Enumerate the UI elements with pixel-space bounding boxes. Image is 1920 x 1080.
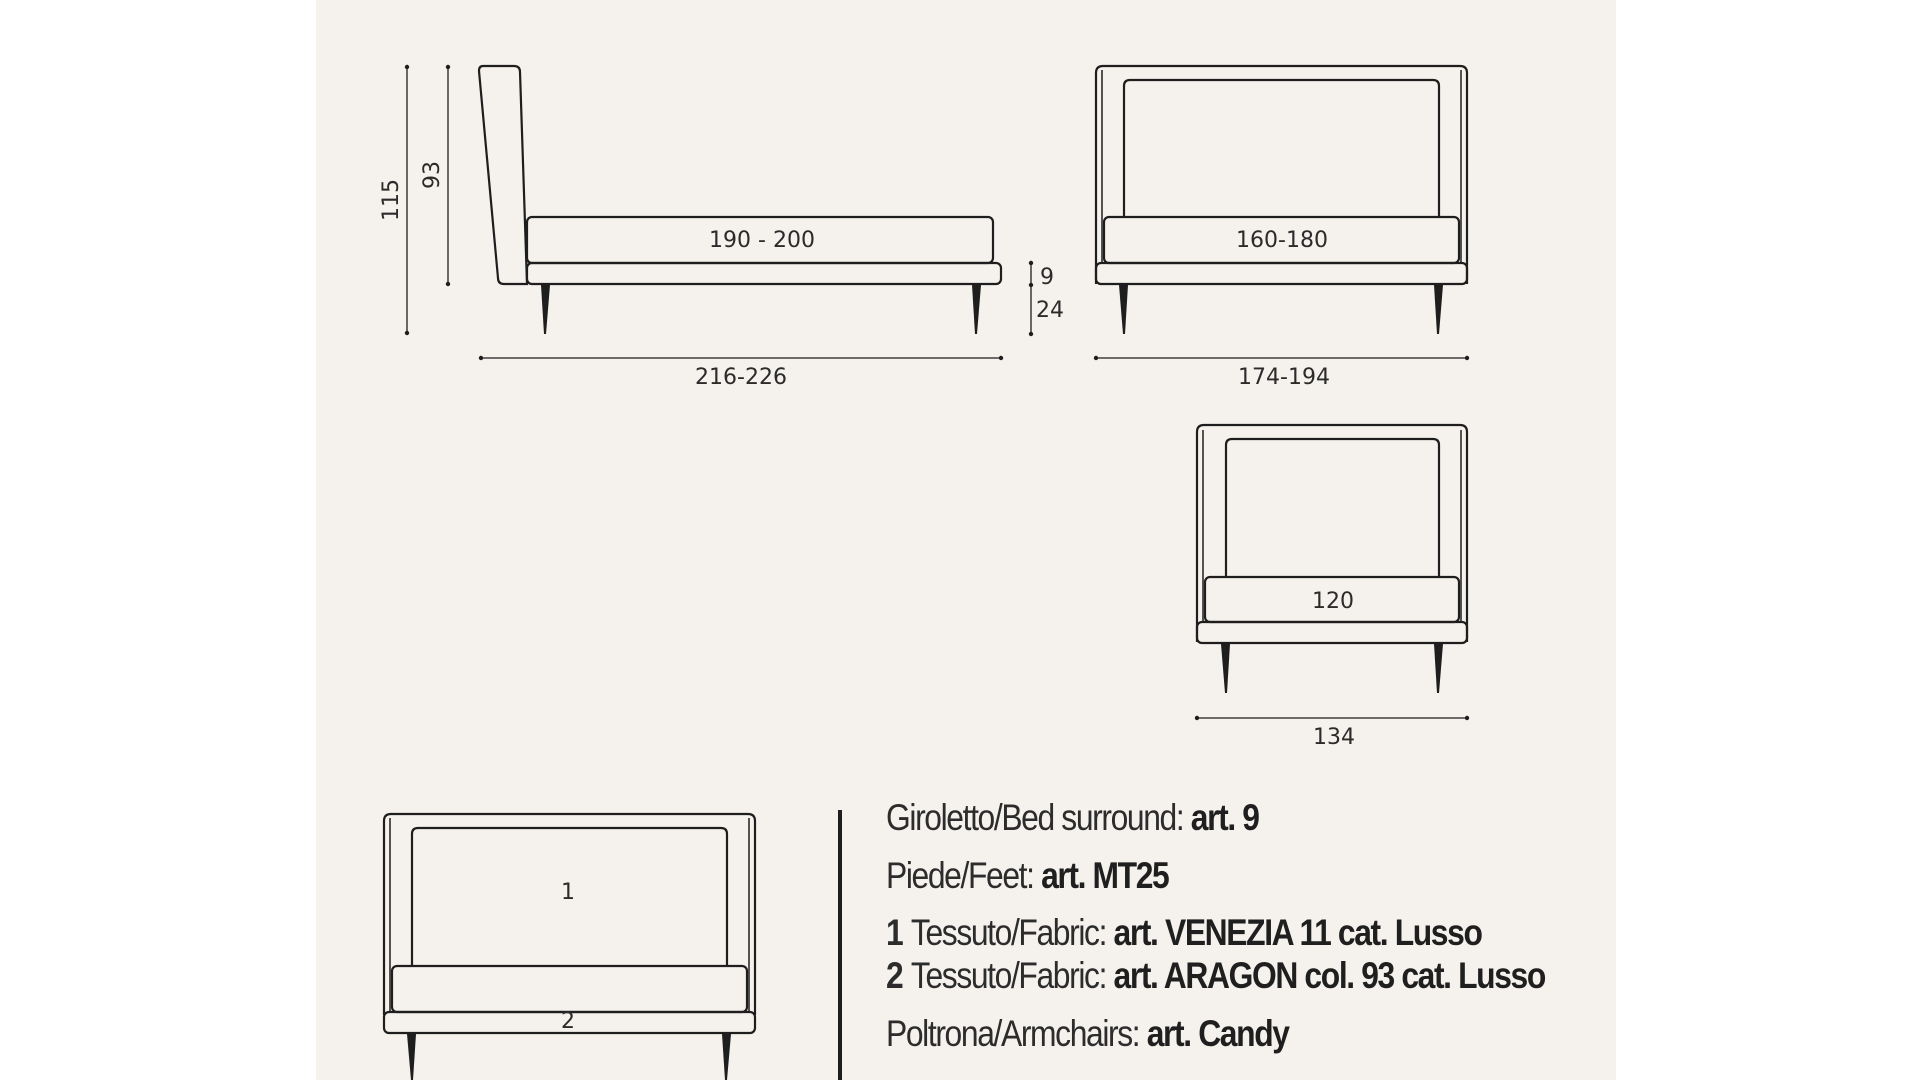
front-frame <box>1094 261 1469 286</box>
spec-armchairs: Poltrona/Armchairs: art. Candy <box>886 1013 1290 1055</box>
front-view-single: 120 134 <box>1194 423 1470 750</box>
front-headboard-panel <box>1122 78 1441 217</box>
fabric-headboard-outer <box>382 812 757 1015</box>
spec-bed-surround: Giroletto/Bed surround: art. 9 <box>886 797 1260 839</box>
spec-feet-label: Piede/Feet: <box>886 855 1042 896</box>
front-leg-right <box>1434 285 1443 334</box>
dim-mattress-length: 190 - 200 <box>709 228 815 253</box>
single-frame <box>1195 620 1469 645</box>
dim-double-mattress-width: 160-180 <box>1236 228 1328 253</box>
fabric-diagram: 1 2 <box>382 812 757 1080</box>
spec-armchairs-label: Poltrona/Armchairs: <box>886 1013 1147 1054</box>
dim-total-height: 115 <box>379 179 404 221</box>
dim-headboard-height: 93 <box>420 161 445 189</box>
spec-fabric-2-number: 2 <box>886 955 904 996</box>
fabric-mattress <box>390 964 749 1014</box>
side-view: 115 93 9 24 190 - 200 216-226 <box>379 64 1064 390</box>
single-headboard-outer <box>1195 423 1469 642</box>
fabric-frame <box>382 1010 757 1035</box>
single-headboard-panel <box>1224 437 1441 577</box>
spec-fabric-1-number: 1 <box>886 912 904 953</box>
fabric-headboard-panel <box>410 826 729 966</box>
side-headboard <box>477 64 529 286</box>
spec-bed-surround-value: art. 9 <box>1190 797 1260 838</box>
side-leg-back <box>972 285 981 334</box>
fabric-2-marker: 2 <box>561 1009 575 1034</box>
side-leg-front <box>541 285 550 334</box>
front-headboard-outer <box>1094 64 1469 284</box>
single-leg-left <box>1221 644 1230 693</box>
spec-fabric-2-label: Tessuto/Fabric: <box>910 955 1114 996</box>
fabric-1-marker: 1 <box>561 880 575 905</box>
front-leg-left <box>1119 285 1128 334</box>
fabric-leg-left <box>407 1034 416 1080</box>
front-view-double: 160-180 174-194 <box>1093 64 1470 390</box>
spec-fabric-1-label: Tessuto/Fabric: <box>910 912 1114 953</box>
fabric-leg-right <box>722 1034 731 1080</box>
spec-fabric-1-value: art. VENEZIA 11 cat. Lusso <box>1113 912 1483 953</box>
technical-sheet <box>316 0 1616 1080</box>
dim-leg-height: 24 <box>1036 298 1064 323</box>
dim-double-total-width: 174-194 <box>1238 365 1330 390</box>
spec-feet: Piede/Feet: art. MT25 <box>886 855 1170 897</box>
spec-divider <box>838 810 842 1080</box>
dim-total-length: 216-226 <box>695 365 787 390</box>
spec-bed-surround-label: Giroletto/Bed surround: <box>886 797 1191 838</box>
dim-single-mattress-width: 120 <box>1312 589 1354 614</box>
single-leg-right <box>1434 644 1443 693</box>
spec-fabric-2-value: art. ARAGON col. 93 cat. Lusso <box>1113 955 1547 996</box>
spec-feet-value: art. MT25 <box>1041 855 1170 896</box>
spec-armchairs-value: art. Candy <box>1146 1013 1290 1054</box>
side-frame <box>525 261 1003 286</box>
dim-frame-height: 9 <box>1040 265 1054 290</box>
dim-single-total-width: 134 <box>1313 725 1355 750</box>
